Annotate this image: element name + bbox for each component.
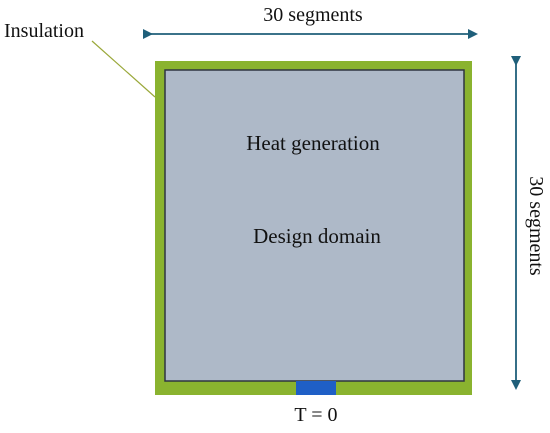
boundary-condition-label: T = 0 (294, 404, 337, 426)
insulation-leader-line (91, 40, 156, 98)
heat-generation-label: Heat generation (246, 131, 380, 155)
design-domain-label: Design domain (253, 224, 381, 248)
heat-sink-segment (296, 381, 336, 395)
design-domain-area (164, 69, 465, 382)
right-dimension-label: 30 segments (525, 176, 547, 276)
top-dimension-label: 30 segments (263, 4, 363, 26)
insulation-label: Insulation (4, 20, 84, 42)
